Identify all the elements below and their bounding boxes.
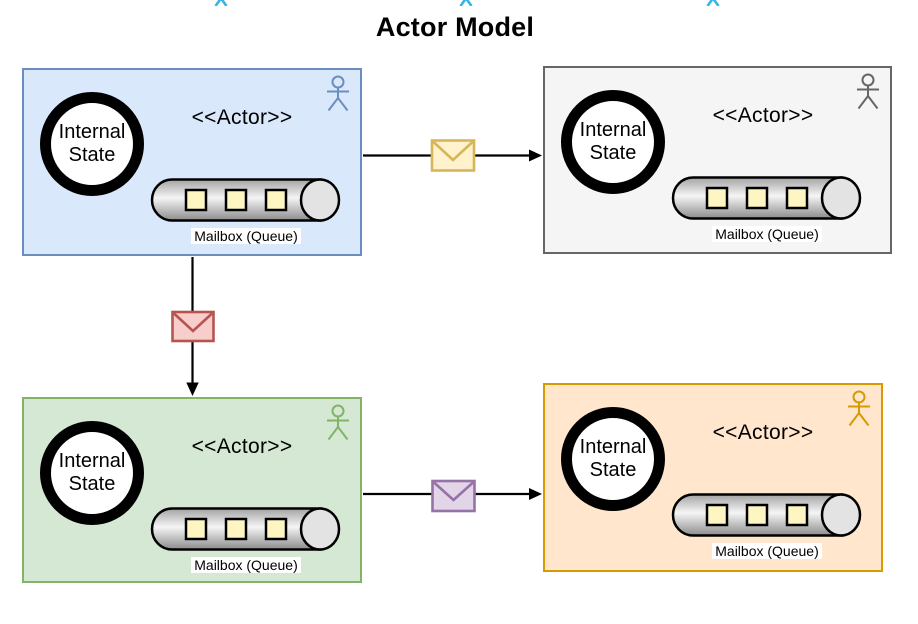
mailbox-queue-cylinder (150, 507, 341, 551)
mailbox-label: Mailbox (Queue) (130, 557, 362, 573)
mailbox-queue-cylinder (671, 493, 862, 537)
actor-node-bottom-right: Internal State <<Actor>> Mailbox (Queue) (543, 383, 883, 572)
message-envelope-icon-red (171, 310, 215, 343)
queued-message-slots (705, 503, 809, 527)
queued-message-slots (184, 517, 288, 541)
mailbox-label-text: Mailbox (Queue) (191, 557, 301, 573)
queued-message-slots (705, 186, 809, 210)
internal-state-circle: Internal State (561, 407, 665, 511)
message-envelope-icon-yellow (430, 139, 476, 172)
actor-stereotype-label: <<Actor>> (191, 435, 293, 458)
internal-state-line1: Internal (58, 121, 126, 143)
mailbox-label-text: Mailbox (Queue) (191, 228, 301, 244)
stick-figure-icon (327, 404, 349, 441)
actor-node-bottom-left: Internal State <<Actor>> Mailbox (Queue) (22, 397, 362, 583)
mailbox-queue-cylinder (150, 178, 341, 222)
message-arrow-down-left (186, 257, 199, 396)
stick-figure-icon (327, 75, 349, 112)
internal-state-circle: Internal State (40, 421, 144, 525)
message-envelope-icon-purple (431, 479, 476, 513)
actor-stereotype-label: <<Actor>> (712, 421, 814, 444)
internal-state-line2: State (68, 473, 116, 495)
actor-stereotype-label: <<Actor>> (191, 106, 293, 129)
internal-state-line1: Internal (58, 450, 126, 472)
internal-state-line2: State (589, 142, 637, 164)
mailbox-label-text: Mailbox (Queue) (712, 543, 822, 559)
internal-state-circle: Internal State (40, 92, 144, 196)
internal-state-line2: State (589, 459, 637, 481)
page-title: Actor Model (375, 12, 535, 42)
mailbox-label: Mailbox (Queue) (130, 228, 362, 244)
internal-state-line2: State (68, 144, 116, 166)
internal-state-circle: Internal State (561, 90, 665, 194)
actor-node-top-left: Internal State <<Actor>> Mailbox (Queue) (22, 68, 362, 256)
clipped-text-fragment (706, 0, 720, 6)
clipped-text-fragment (459, 0, 473, 6)
internal-state-line1: Internal (579, 436, 647, 458)
stick-figure-icon (857, 73, 879, 110)
mailbox-label: Mailbox (Queue) (651, 543, 883, 559)
message-arrow-right-top (363, 149, 542, 162)
message-arrow-right-bottom (363, 488, 542, 500)
stick-figure-icon (848, 390, 870, 427)
mailbox-queue-cylinder (671, 176, 862, 220)
actor-stereotype-label: <<Actor>> (712, 104, 814, 127)
queued-message-slots (184, 188, 288, 212)
internal-state-line1: Internal (579, 119, 647, 141)
mailbox-label: Mailbox (Queue) (651, 226, 883, 242)
clipped-text-fragment (214, 0, 228, 6)
mailbox-label-text: Mailbox (Queue) (712, 226, 822, 242)
actor-node-top-right: Internal State <<Actor>> Mailbox (Queue) (543, 66, 892, 254)
